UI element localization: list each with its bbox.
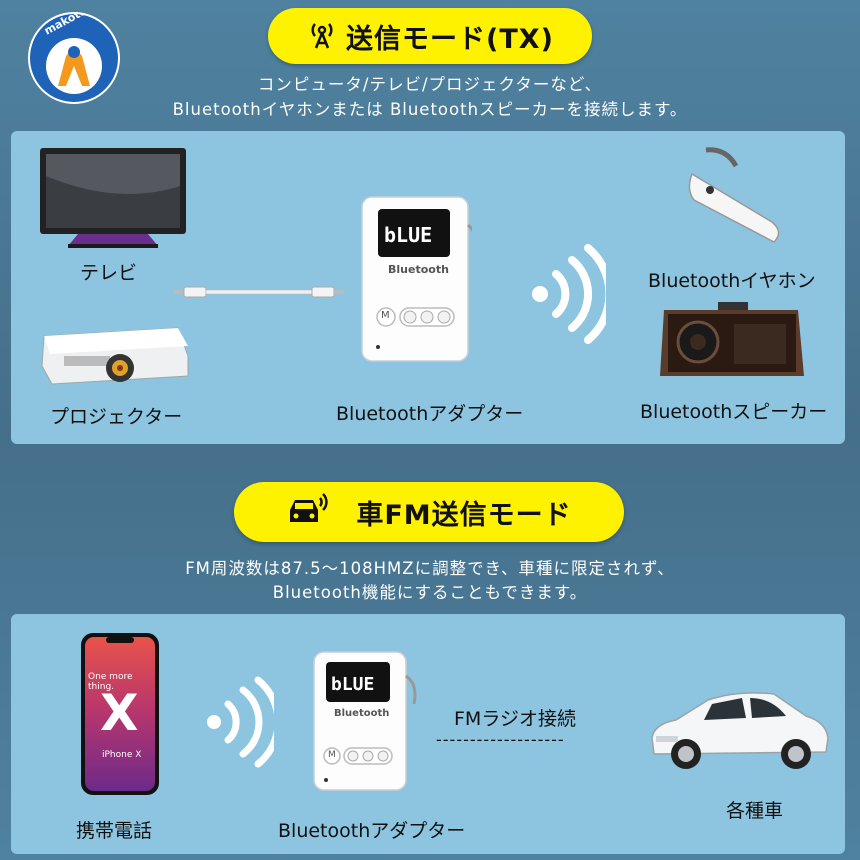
adapter-label: Bluetoothアダプター — [336, 403, 524, 425]
wireless-signal-icon — [526, 244, 614, 348]
earphone-label: Bluetoothイヤホン — [648, 270, 816, 292]
device-brand-text: Bluetooth — [388, 263, 449, 276]
device-brand-text-2: Bluetooth — [334, 708, 390, 719]
antenna-icon — [306, 18, 338, 54]
phone-model: iPhone X — [102, 750, 142, 760]
adapter-label-2: Bluetoothアダプター — [278, 820, 466, 842]
wireless-signal-icon-2 — [202, 676, 282, 772]
tx-description-line1: コンピュータ/テレビ/プロジェクターなど、 — [257, 75, 603, 94]
bluetooth-adapter-image-2: bLUE Bluetooth M — [312, 650, 420, 792]
car-signal-icon — [286, 492, 328, 532]
phone-tagline: One more thing. — [88, 672, 133, 692]
car-label: 各種車 — [726, 800, 784, 822]
car-image — [646, 680, 832, 778]
audio-cable-image — [172, 281, 348, 307]
fm-link-dashes: ------------------- — [436, 730, 565, 749]
tx-mode-title: 送信モード(TX) — [346, 23, 554, 55]
device-screen-text-2: bLUE — [331, 674, 375, 695]
makotoya-logo: makotoya — [28, 12, 120, 104]
device-m-button-label-2: M — [328, 750, 336, 760]
device-screen-text: bLUE — [384, 223, 433, 247]
fm-description-line1: FM周波数は87.5～108HMZに調整でき、車種に限定されず、 — [185, 559, 675, 578]
speaker-label: Bluetoothスピーカー — [640, 401, 828, 423]
smartphone-image: One more thing. X iPhone X — [80, 632, 160, 796]
tx-mode-title-pill: 送信モード(TX) — [268, 8, 592, 64]
phone-big-x: X — [100, 684, 139, 742]
bluetooth-earphone-image — [686, 144, 796, 252]
fm-mode-title: 車FM送信モード — [356, 499, 572, 531]
device-m-button-label: M — [381, 310, 390, 321]
tv-label: テレビ — [80, 262, 138, 284]
tv-image — [38, 146, 188, 254]
bluetooth-speaker-image — [658, 300, 808, 386]
fm-link-label: FMラジオ接続 — [454, 708, 576, 730]
fm-mode-title-pill: 車FM送信モード — [234, 482, 624, 542]
phone-label: 携帯電話 — [76, 820, 153, 842]
tx-description-line2: Bluetoothイヤホンまたは Bluetoothスピーカーを接続します。 — [172, 100, 688, 119]
fm-description-line2: Bluetooth機能にすることもできます。 — [272, 583, 588, 602]
projector-image — [38, 316, 190, 392]
bluetooth-adapter-image: bLUE Bluetooth M — [360, 195, 472, 363]
projector-label: プロジェクター — [50, 406, 183, 428]
